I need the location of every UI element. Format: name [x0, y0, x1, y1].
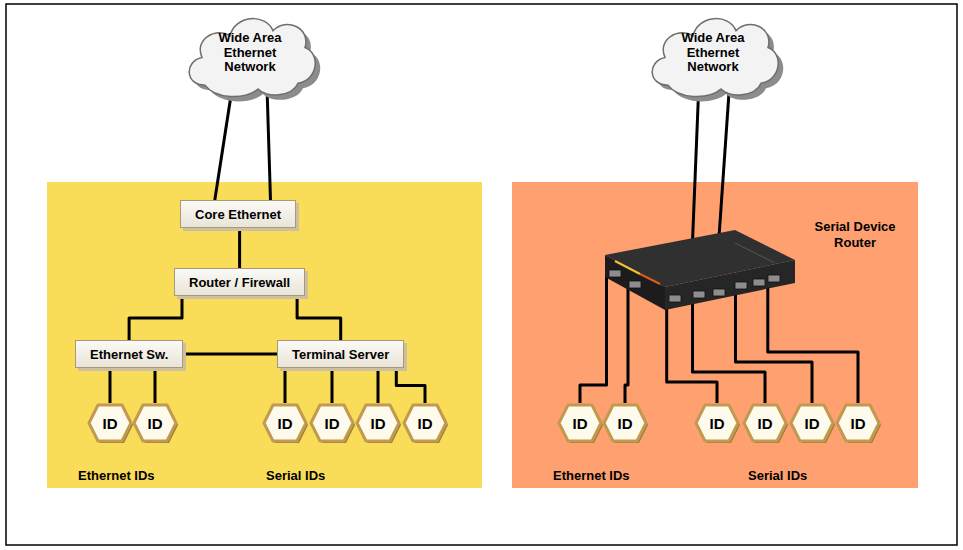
id-label: ID	[758, 415, 773, 432]
id-label: ID	[371, 415, 386, 432]
device-hexagon: ID	[355, 403, 401, 443]
device-hexagon: ID	[557, 403, 603, 443]
network-link	[297, 296, 341, 340]
device-hexagon: ID	[132, 403, 178, 443]
network-link	[768, 284, 858, 403]
network-link	[693, 81, 700, 241]
node-label: Serial Device Router	[803, 219, 907, 252]
network-link	[625, 286, 628, 404]
network-link	[238, 228, 241, 268]
network-link	[736, 291, 813, 403]
group-label: Ethernet IDs	[78, 468, 155, 483]
yellow-panel	[47, 182, 482, 488]
device-hexagon: ID	[694, 403, 740, 443]
id-label: ID	[710, 415, 725, 432]
node-label: Router / Firewall	[189, 275, 290, 290]
network-link	[693, 301, 766, 403]
node-label: Wide Area Ethernet Network	[209, 31, 291, 76]
network-link	[267, 81, 271, 200]
device-hexagon: ID	[602, 403, 648, 443]
id-label: ID	[278, 415, 293, 432]
device-hexagon: ID	[789, 403, 835, 443]
device-hexagon: ID	[742, 403, 788, 443]
node-label: Ethernet Sw.	[90, 347, 168, 362]
network-link	[284, 368, 287, 403]
group-label: Serial IDs	[748, 468, 807, 483]
id-label: ID	[805, 415, 820, 432]
device-hexagon: ID	[309, 403, 355, 443]
id-label: ID	[325, 415, 340, 432]
network-box: Ethernet Sw.	[75, 340, 183, 368]
network-link	[718, 81, 730, 247]
network-cloud: Wide Area Ethernet Network	[643, 6, 783, 100]
serial-device-router-illustration	[585, 225, 800, 335]
network-box: Core Ethernet	[180, 200, 296, 228]
device-hexagon: ID	[835, 403, 881, 443]
network-link	[580, 273, 607, 403]
device-hexagon: ID	[262, 403, 308, 443]
network-link	[183, 353, 277, 356]
network-box: Terminal Server	[277, 340, 404, 368]
router-device: Serial Device Router	[585, 225, 800, 335]
group-label: Serial IDs	[266, 468, 325, 483]
id-label: ID	[573, 415, 588, 432]
network-link	[129, 296, 182, 340]
device-hexagon: ID	[87, 403, 133, 443]
network-box: Router / Firewall	[174, 268, 305, 296]
id-label: ID	[618, 415, 633, 432]
frame	[6, 4, 957, 545]
network-link	[109, 368, 112, 403]
node-label: Core Ethernet	[195, 207, 281, 222]
id-label: ID	[851, 415, 866, 432]
node-label: Terminal Server	[292, 347, 389, 362]
network-cloud: Wide Area Ethernet Network	[180, 6, 320, 100]
id-label: ID	[148, 415, 163, 432]
network-link	[331, 368, 334, 403]
network-link	[396, 368, 425, 403]
id-label: ID	[103, 415, 118, 432]
network-link	[154, 368, 157, 403]
id-label: ID	[418, 415, 433, 432]
device-hexagon: ID	[402, 403, 448, 443]
group-label: Ethernet IDs	[553, 468, 630, 483]
network-link	[377, 368, 380, 403]
orange-panel	[512, 182, 918, 488]
node-label: Wide Area Ethernet Network	[672, 31, 754, 76]
